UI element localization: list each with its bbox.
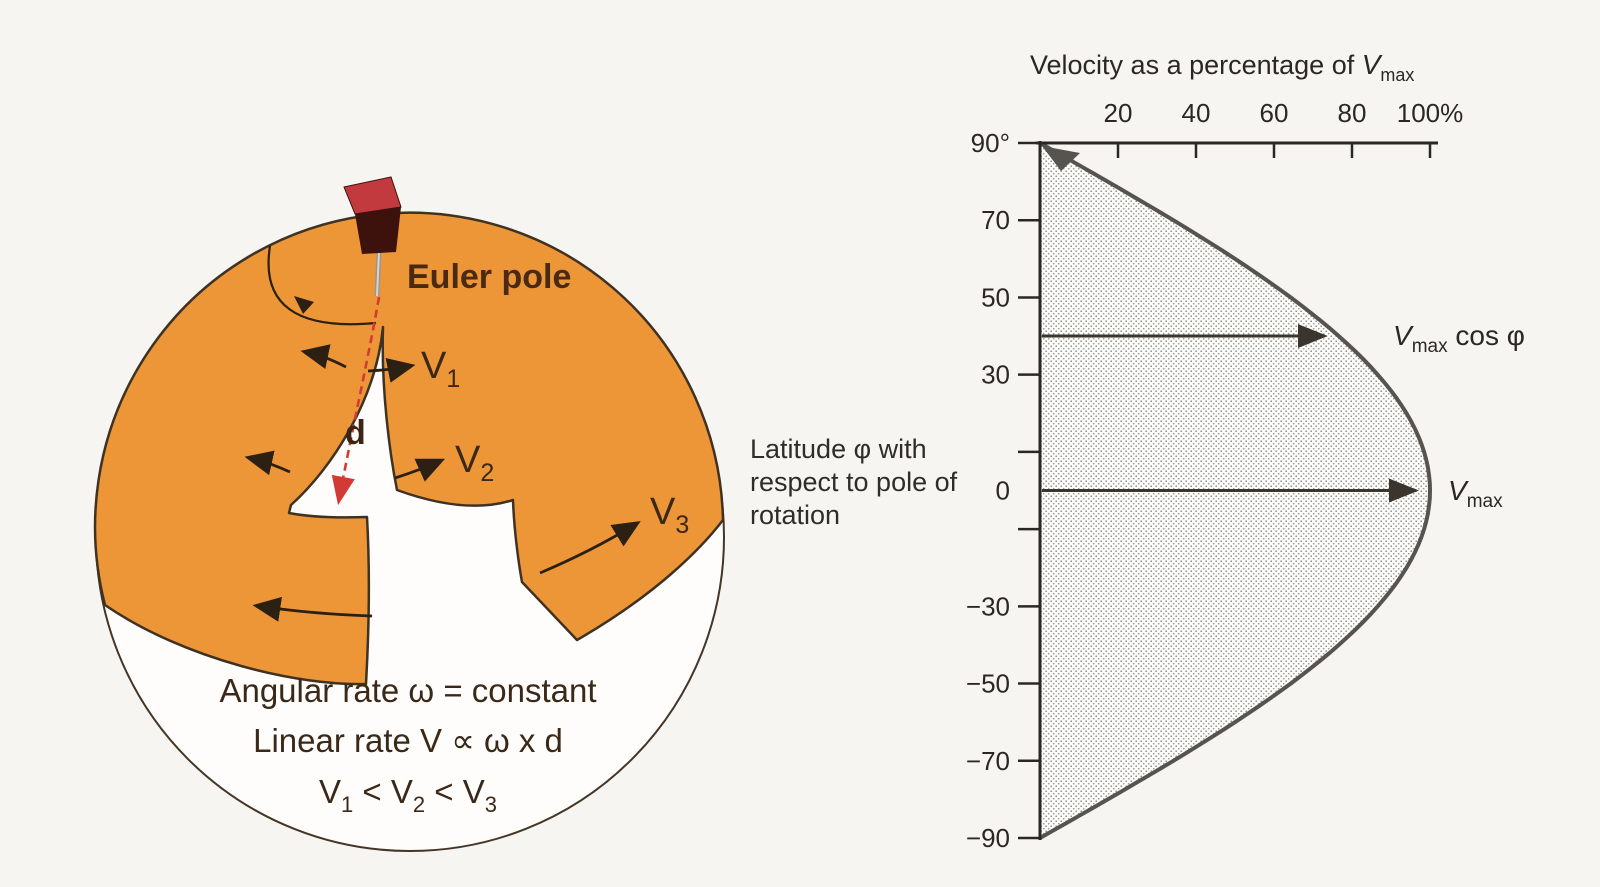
y-axis-ticks: 90° 70 50 30 0 −30 −50 −70 −90 [966, 128, 1040, 853]
west-arrow [252, 596, 373, 622]
y-tick-label: 70 [981, 205, 1010, 235]
v2-arrow-right [394, 458, 446, 482]
x-axis-ticks: 20 40 60 80 100% [1104, 98, 1464, 158]
y-tick-label: 30 [981, 360, 1010, 390]
v1-label: V1 [421, 345, 460, 393]
v1-arrow-left [300, 344, 347, 369]
rotation-arrowhead [294, 296, 314, 314]
latitude-caption-line3: rotation [750, 500, 840, 530]
v3-arrow [539, 521, 641, 575]
x-tick-label: 20 [1104, 98, 1133, 128]
rotation-arc [267, 245, 377, 326]
y-tick-label: 50 [981, 282, 1010, 312]
euler-pole-diagram: Euler pole d V1 V2 V3 Angular rate ω = c… [93, 176, 725, 852]
pin-body [355, 207, 401, 254]
y-tick-label: −90 [966, 823, 1010, 853]
v2-arrow-left [244, 450, 291, 476]
equation-velocity-order: V1 < V2 < V3 [319, 773, 497, 817]
curve-start-cap [1042, 146, 1080, 171]
v2-label: V2 [455, 439, 494, 487]
x-tick-label: 100% [1397, 98, 1464, 128]
v1-arrow-right [367, 358, 416, 383]
y-tick-label: 90° [971, 128, 1010, 158]
velocity-latitude-chart: 20 40 60 80 100% 90° 70 50 30 0 −30 −50 −70 −90 Velo… [750, 49, 1525, 853]
euler-pole-pin [343, 176, 402, 297]
pin-top-face [343, 176, 402, 215]
equation-linear-rate: Linear rate V ∝ ω x d [253, 722, 563, 759]
vmax-label: Vmax [1448, 475, 1503, 512]
euler-pole-label: Euler pole [407, 258, 571, 296]
velocity-curve [1039, 141, 1433, 840]
chart-title: Velocity as a percentage of Vmax [1030, 49, 1414, 85]
y-tick-label: −70 [966, 746, 1010, 776]
v3-label: V3 [650, 491, 689, 539]
ridge-distance-arrow [331, 296, 381, 506]
latitude-caption-line2: respect to pole of [750, 467, 958, 497]
orange-plates [93, 211, 725, 686]
x-tick-label: 40 [1182, 98, 1211, 128]
x-tick-label: 80 [1338, 98, 1367, 128]
equation-angular-rate: Angular rate ω = constant [219, 672, 596, 709]
x-tick-label: 60 [1260, 98, 1289, 128]
vmax-cos-phi-label: Vmax cos φ [1393, 320, 1525, 357]
distance-d-label: d [345, 414, 366, 452]
y-tick-label: −30 [966, 591, 1010, 621]
latitude-caption-line1: Latitude φ with [750, 434, 927, 464]
y-tick-label: 0 [996, 476, 1010, 506]
pin-needle-highlight [376, 251, 380, 297]
annotation-arrows [1042, 324, 1419, 503]
y-tick-label: −50 [966, 669, 1010, 699]
